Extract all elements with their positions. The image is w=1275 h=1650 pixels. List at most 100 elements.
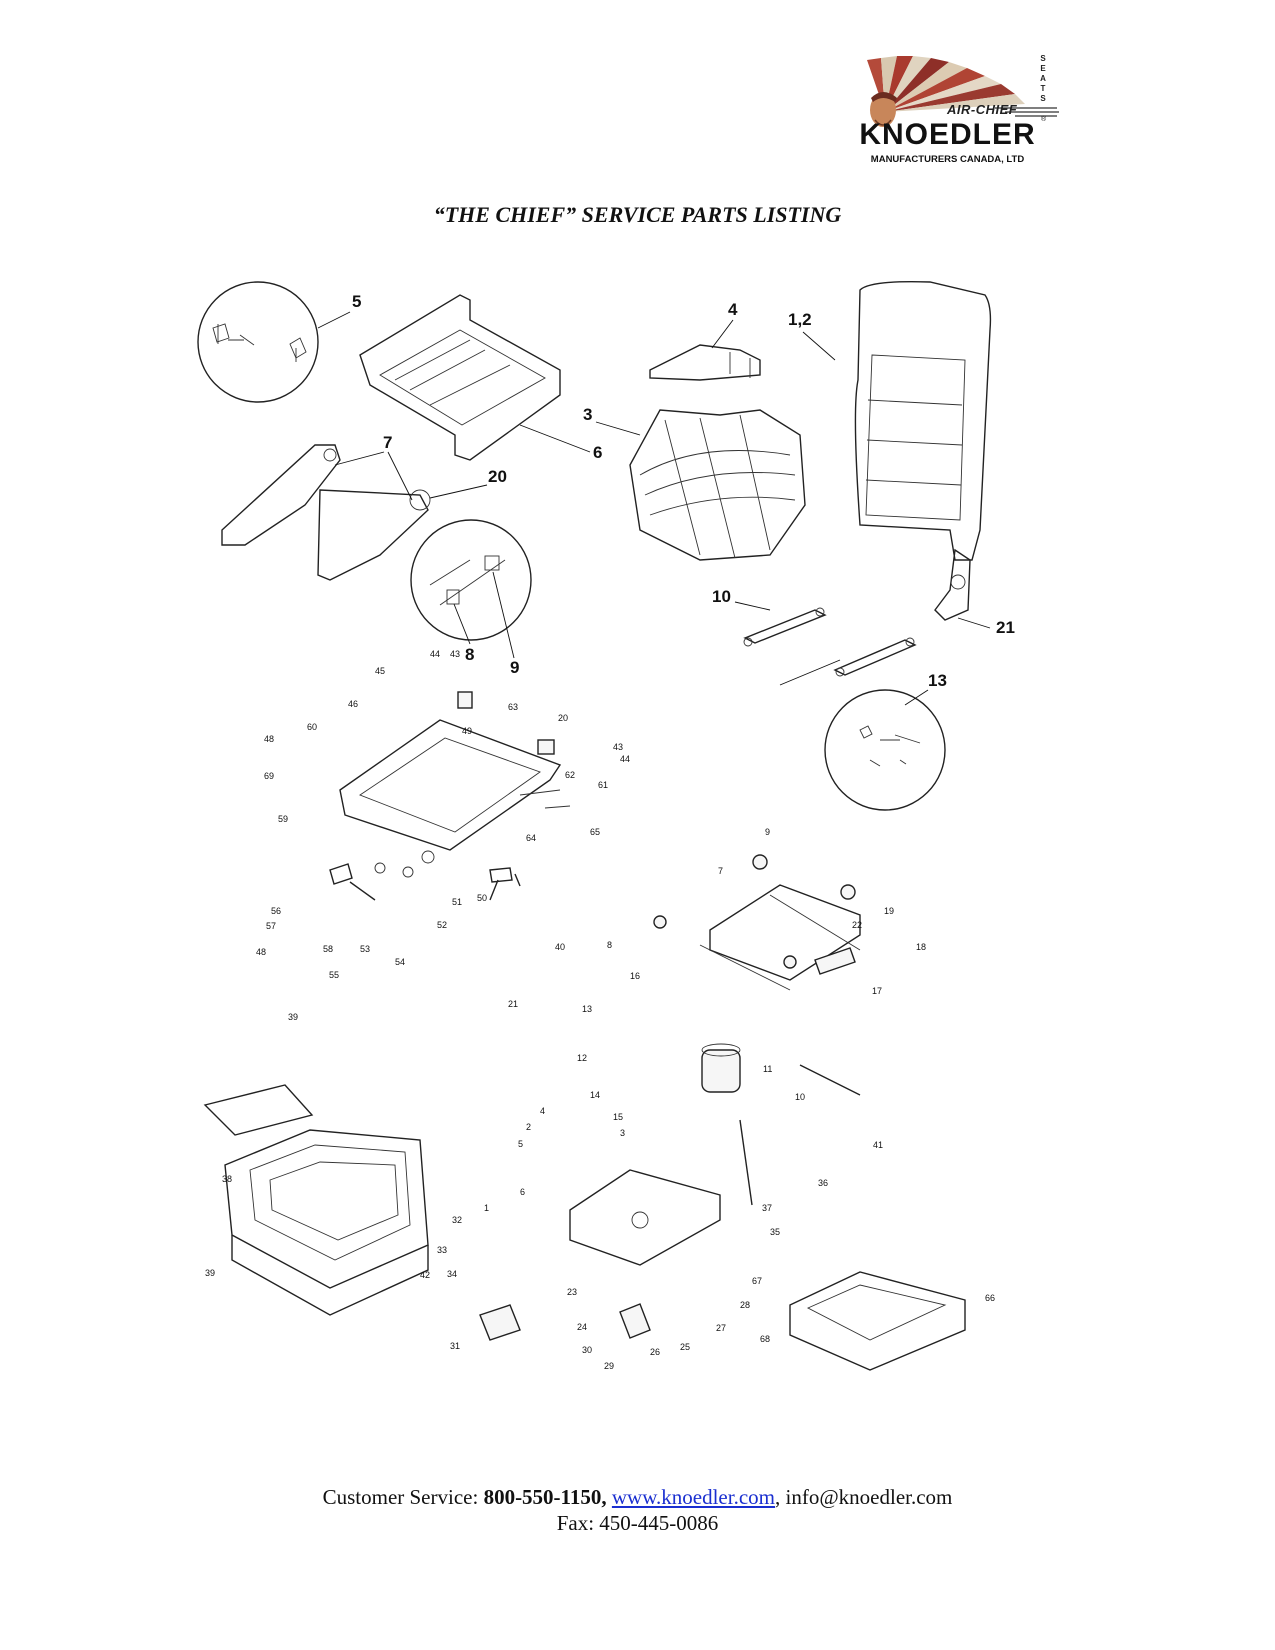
callout-55: 55 [329, 970, 339, 980]
callout-3b: 3 [620, 1128, 625, 1138]
callout-63: 63 [508, 702, 518, 712]
suspension-callouts: 9 7 22 19 18 8 17 40 21 16 13 12 11 10 1… [508, 827, 926, 1122]
callout-38: 38 [222, 1174, 232, 1184]
callout-33: 33 [437, 1245, 447, 1255]
page-footer: Customer Service: 800-550-1150, www.knoe… [0, 1484, 1275, 1536]
callout-20b: 20 [558, 713, 568, 723]
logo-registered-mark: ® [1041, 116, 1047, 123]
callout-50: 50 [477, 893, 487, 903]
top-callouts: 5 4 1,2 3 6 7 20 8 9 10 21 13 [317, 292, 1015, 706]
callout-23: 23 [567, 1287, 577, 1297]
callout-5b: 5 [518, 1139, 523, 1149]
callout-41: 41 [873, 1140, 883, 1150]
callout-13: 13 [928, 671, 947, 690]
callout-60: 60 [307, 722, 317, 732]
chief-headdress-emblem [867, 56, 1059, 127]
phone-number: 800-550-1150, [483, 1485, 607, 1509]
callout-16: 16 [630, 971, 640, 981]
callout-44a: 44 [430, 649, 440, 659]
callout-14: 14 [590, 1090, 600, 1100]
callout-48b: 48 [256, 947, 266, 957]
callout-10: 10 [712, 587, 731, 606]
callout-31: 31 [450, 1341, 460, 1351]
callout-2: 2 [526, 1122, 531, 1132]
callout-3: 3 [583, 405, 592, 424]
page-title: “THE CHIEF” SERVICE PARTS LISTING [433, 202, 842, 227]
callout-1: 1 [484, 1203, 489, 1213]
callout-15: 15 [613, 1112, 623, 1122]
callout-6: 6 [593, 443, 602, 462]
slide-assembly-callouts: 45 44 43 46 63 20 60 49 48 43 44 69 62 6… [256, 649, 630, 980]
upper-slide-assembly [329, 691, 571, 901]
callout-22: 22 [852, 920, 862, 930]
callout-52: 52 [437, 920, 447, 930]
exploded-parts-diagram: 5 4 1,2 3 6 7 20 8 9 10 21 13 [0, 260, 1275, 1460]
callout-9b: 9 [765, 827, 770, 837]
callout-62: 62 [565, 770, 575, 780]
callout-65: 65 [590, 827, 600, 837]
callout-54: 54 [395, 957, 405, 967]
callout-12: 12 [577, 1053, 587, 1063]
callout-24: 24 [577, 1322, 587, 1332]
suspension-assembly [653, 854, 861, 1096]
base-assembly [203, 1084, 966, 1371]
callout-20: 20 [488, 467, 507, 486]
callout-69: 69 [264, 771, 274, 781]
callout-4: 4 [728, 300, 738, 319]
part-3-seat-cushion [629, 409, 806, 561]
callout-26: 26 [650, 1347, 660, 1357]
part-10-slide-rails [743, 607, 917, 686]
callout-32: 32 [452, 1215, 462, 1225]
contact-line: Customer Service: 800-550-1150, www.knoe… [0, 1484, 1275, 1510]
part-1-2-backrest [854, 281, 992, 621]
callout-66: 66 [985, 1293, 995, 1303]
callout-6b: 6 [520, 1187, 525, 1197]
logo-air-chief: AIR-CHIEF [947, 102, 1018, 117]
callout-10b: 10 [795, 1092, 805, 1102]
callout-9: 9 [510, 658, 519, 677]
part-4 [649, 344, 761, 381]
callout-17: 17 [872, 986, 882, 996]
part-13-detail [824, 689, 946, 811]
callout-30: 30 [582, 1345, 592, 1355]
callout-58: 58 [323, 944, 333, 954]
logo-brand-name: KNOEDLER [859, 118, 1036, 151]
callout-43b: 43 [613, 742, 623, 752]
callout-56: 56 [271, 906, 281, 916]
callout-5: 5 [352, 292, 361, 311]
separator: , [775, 1485, 781, 1509]
base-callouts: 39 4 2 3 5 6 36 41 38 1 37 35 32 33 34 2… [205, 1012, 995, 1371]
callout-28: 28 [740, 1300, 750, 1310]
callout-51: 51 [452, 897, 462, 907]
callout-64: 64 [526, 833, 536, 843]
website-link[interactable]: www.knoedler.com [611, 1485, 775, 1509]
logo-subtitle: MANUFACTURERS CANADA, LTD [870, 154, 1025, 165]
callout-59: 59 [278, 814, 288, 824]
fax-line: Fax: 450-445-0086 [556, 1511, 719, 1535]
callout-35: 35 [770, 1227, 780, 1237]
callout-34: 34 [447, 1269, 457, 1279]
callout-21: 21 [996, 618, 1015, 637]
callout-8: 8 [465, 645, 474, 664]
callout-39a: 39 [288, 1012, 298, 1022]
email-address: info@knoedler.com [780, 1485, 953, 1509]
callout-27: 27 [716, 1323, 726, 1333]
callout-8b: 8 [607, 940, 612, 950]
callout-61: 61 [598, 780, 608, 790]
parts-diagram-svg: 5 4 1,2 3 6 7 20 8 9 10 21 13 [197, 281, 1015, 1371]
part-6-frame [359, 294, 561, 461]
callout-7: 7 [383, 433, 392, 452]
callout-39b: 39 [205, 1268, 215, 1278]
callout-1-2: 1,2 [788, 310, 812, 329]
callout-67: 67 [752, 1276, 762, 1286]
callout-46: 46 [348, 699, 358, 709]
customer-service-label: Customer Service: [322, 1485, 484, 1509]
callout-13b: 13 [582, 1004, 592, 1014]
callout-11: 11 [763, 1064, 772, 1074]
callout-57: 57 [266, 921, 276, 931]
callout-53: 53 [360, 944, 370, 954]
callout-68: 68 [760, 1334, 770, 1344]
callout-25: 25 [680, 1342, 690, 1352]
